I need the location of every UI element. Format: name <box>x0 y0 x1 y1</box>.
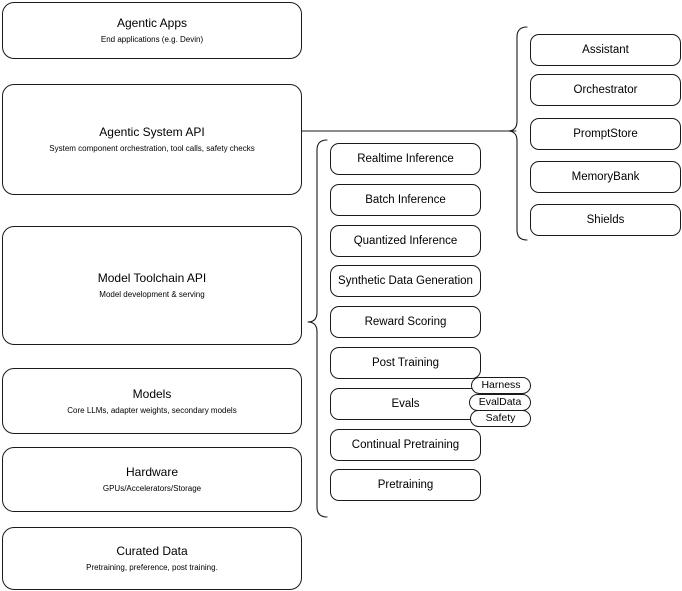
layer-title: Curated Data <box>116 544 188 558</box>
layer-subtitle: Core LLMs, adapter weights, secondary mo… <box>67 405 237 415</box>
layer-card-agentic-system-api[interactable]: Agentic System API System component orch… <box>2 84 302 195</box>
evals-tag-label: EvalData <box>478 396 522 408</box>
component-label: Batch Inference <box>365 194 446 206</box>
component-label: Reward Scoring <box>364 316 447 328</box>
layer-title: Agentic System API <box>99 125 205 139</box>
layer-title: Models <box>132 386 172 401</box>
component-label: Orchestrator <box>573 84 638 96</box>
layer-card-models[interactable]: Models Core LLMs, adapter weights, secon… <box>2 368 302 434</box>
layer-subtitle: System component orchestration, tool cal… <box>49 144 255 153</box>
layer-title: Hardware <box>125 465 179 479</box>
component-label: Evals <box>391 398 420 410</box>
layer-subtitle: GPUs/Accelerators/Storage <box>102 484 202 493</box>
layer-card-hardware[interactable]: Hardware GPUs/Accelerators/Storage <box>2 447 302 512</box>
component-label: Post Training <box>371 357 440 369</box>
component-post-training[interactable]: Post Training <box>330 347 481 379</box>
component-label: Quantized Inference <box>353 235 458 247</box>
component-quantized-inference[interactable]: Quantized Inference <box>330 225 481 257</box>
layer-title: Model Toolchain API <box>97 271 207 285</box>
layer-subtitle: Model development & serving <box>99 290 205 299</box>
component-reward-scoring[interactable]: Reward Scoring <box>330 306 481 338</box>
layer-card-agentic-apps[interactable]: Agentic Apps End applications (e.g. Devi… <box>2 2 302 59</box>
component-label: PromptStore <box>573 128 638 140</box>
component-label: Shields <box>586 214 625 226</box>
evals-tag-label: Safety <box>485 412 516 424</box>
layer-card-curated-data[interactable]: Curated Data Pretraining, preference, po… <box>2 527 302 590</box>
component-batch-inference[interactable]: Batch Inference <box>330 184 481 216</box>
component-realtime-inference[interactable]: Realtime Inference <box>330 143 481 175</box>
evals-tag-harness[interactable]: Harness <box>471 377 531 394</box>
layer-card-model-toolchain-api[interactable]: Model Toolchain API Model development & … <box>2 226 302 345</box>
component-label: Continual Pretraining <box>351 439 460 451</box>
layer-subtitle: End applications (e.g. Devin) <box>100 35 204 44</box>
evals-tag-safety[interactable]: Safety <box>470 410 531 427</box>
layer-title: Agentic Apps <box>116 16 188 30</box>
component-continual-pretraining[interactable]: Continual Pretraining <box>330 429 481 461</box>
component-label: Synthetic Data Generation <box>338 275 473 287</box>
brace-toolchain-components <box>307 139 328 518</box>
component-label: Assistant <box>582 44 629 56</box>
brace-agentic-components <box>507 26 528 241</box>
component-orchestrator[interactable]: Orchestrator <box>530 74 681 106</box>
component-promptstore[interactable]: PromptStore <box>530 118 681 150</box>
component-assistant[interactable]: Assistant <box>530 34 681 66</box>
component-label: Realtime Inference <box>357 153 454 165</box>
component-memorybank[interactable]: MemoryBank <box>530 161 681 193</box>
component-label: Pretraining <box>377 479 434 491</box>
component-shields[interactable]: Shields <box>530 204 681 236</box>
layer-subtitle: Pretraining, preference, post training. <box>86 563 218 572</box>
evals-tag-evaldata[interactable]: EvalData <box>469 394 531 411</box>
component-pretraining[interactable]: Pretraining <box>330 469 481 501</box>
component-evals[interactable]: Evals <box>330 388 481 420</box>
component-label: MemoryBank <box>571 171 640 183</box>
evals-tag-label: Harness <box>481 379 521 391</box>
component-synthetic-data-generation[interactable]: Synthetic Data Generation <box>330 265 481 297</box>
